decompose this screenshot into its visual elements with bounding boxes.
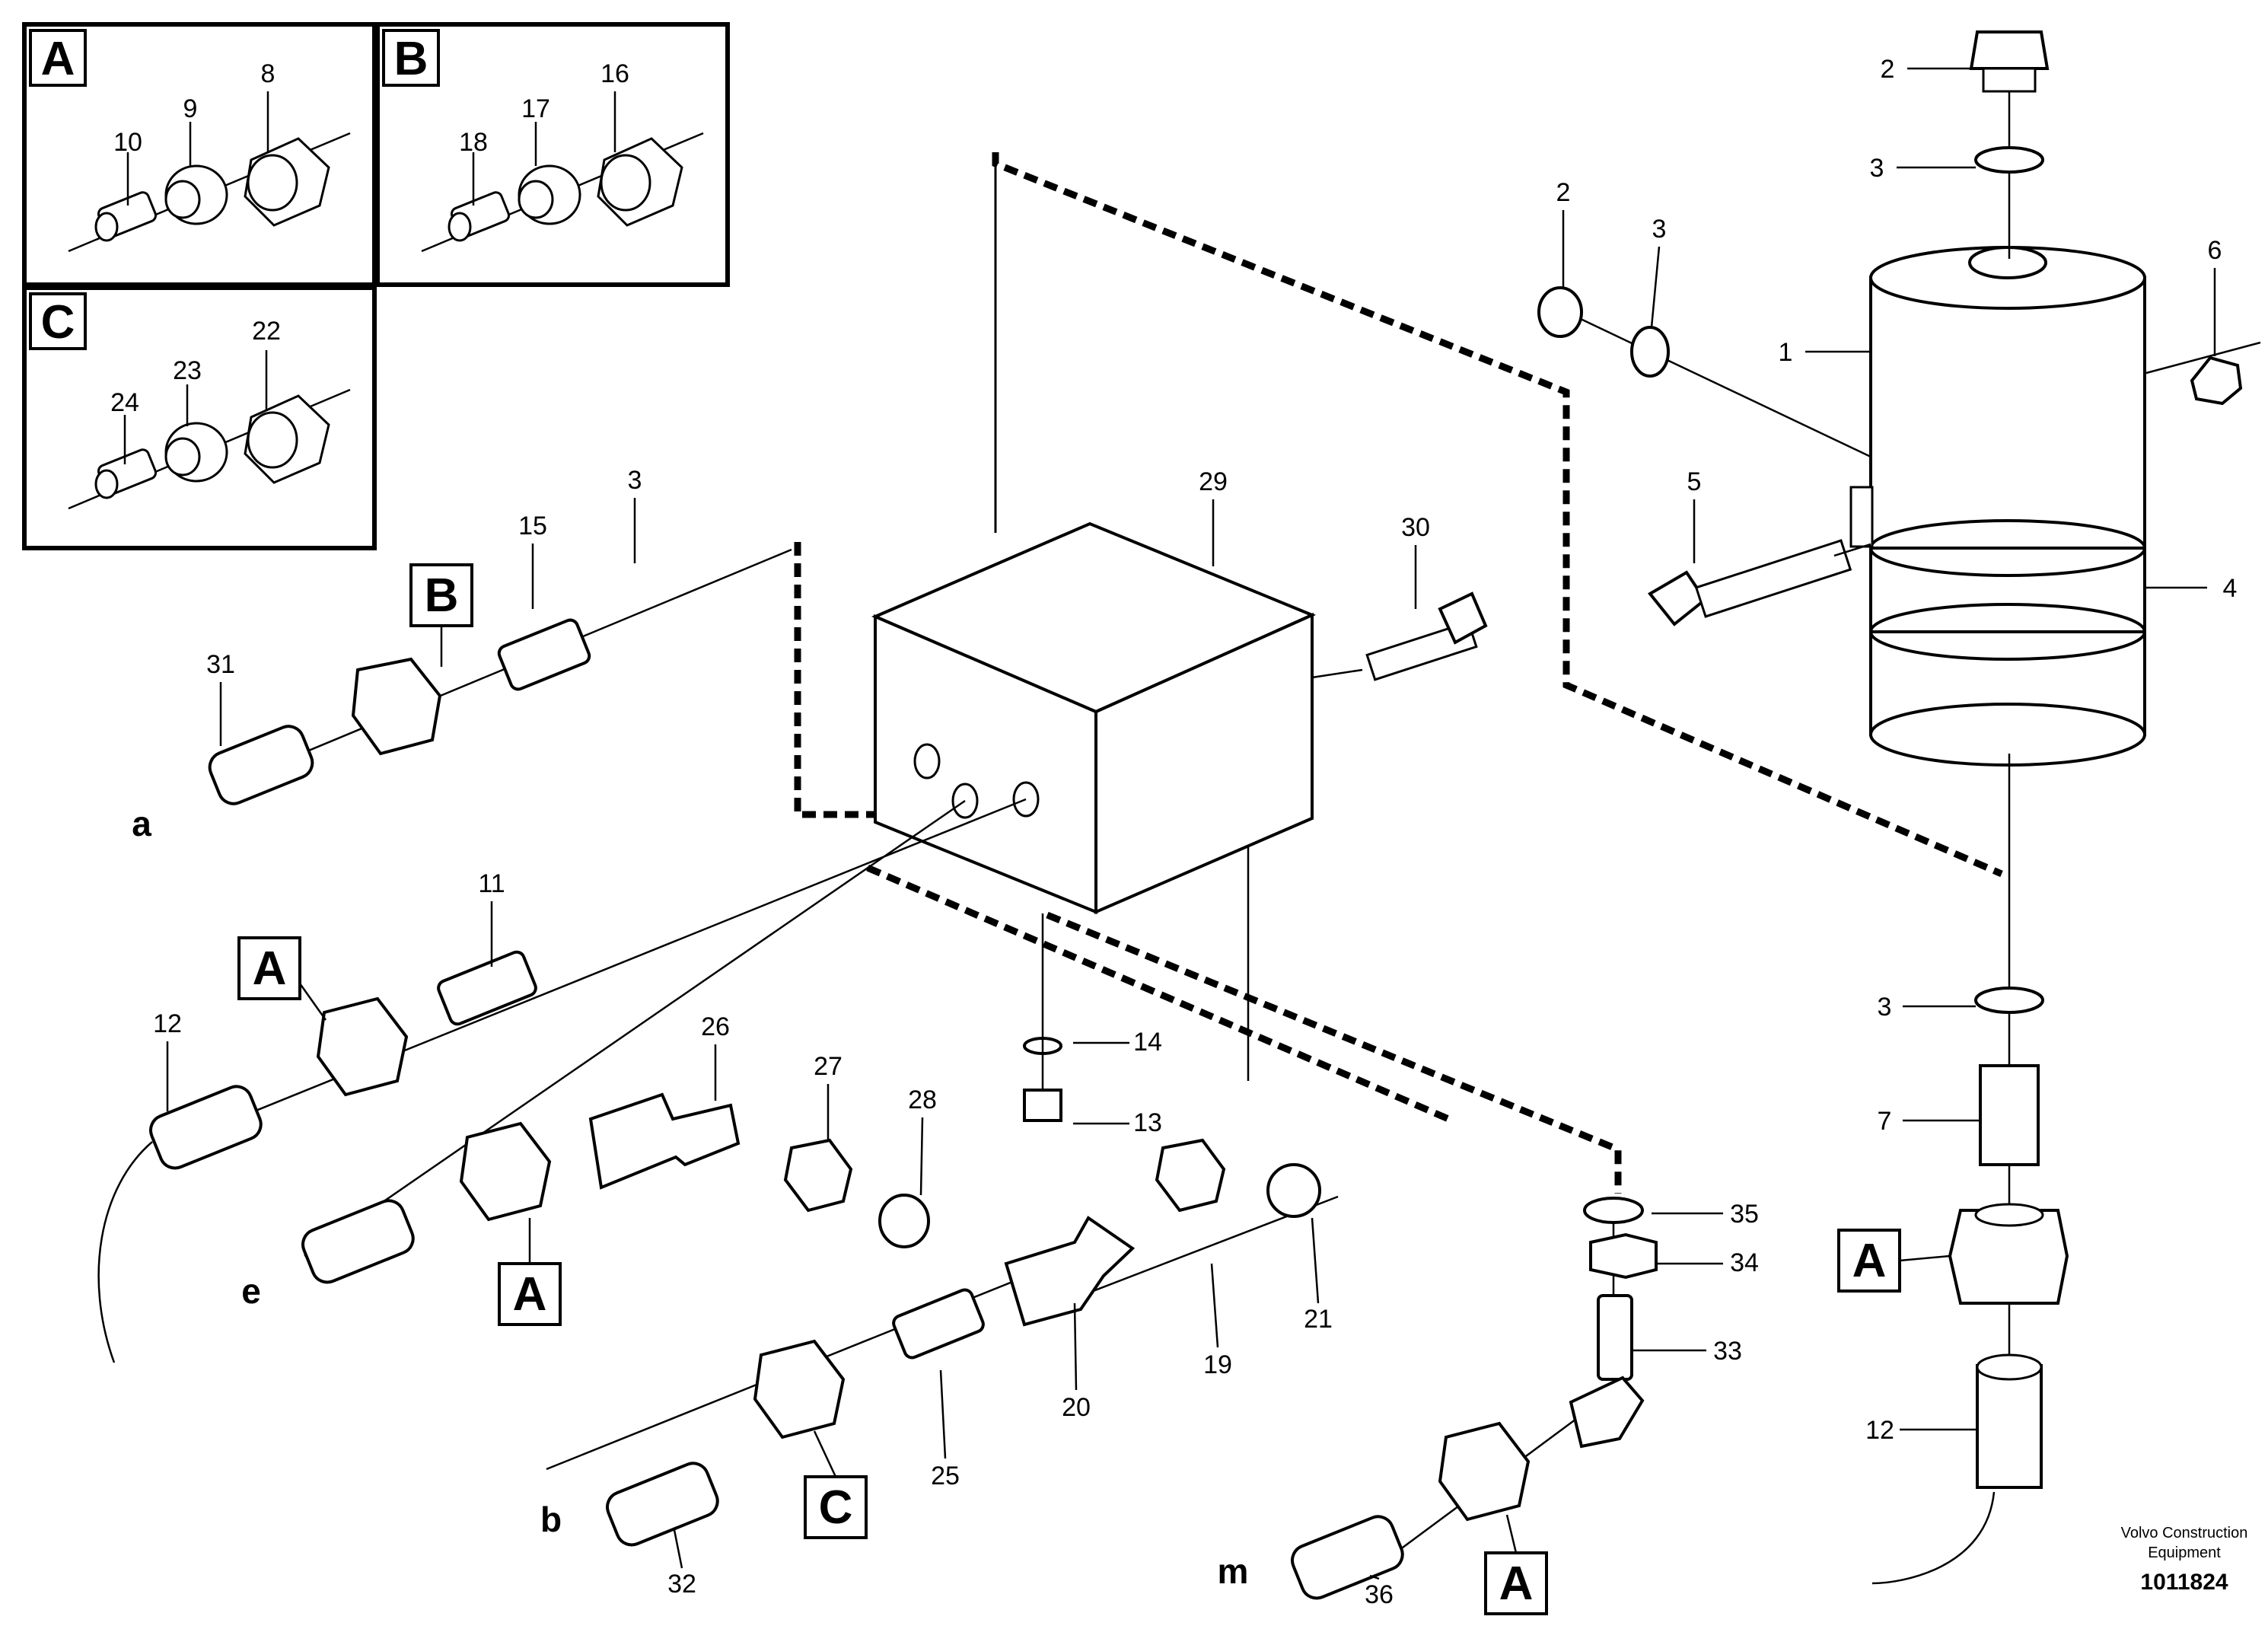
part-number: 16: [600, 59, 629, 88]
leader-lines: [166, 67, 2216, 1580]
port-letter: b: [540, 1500, 562, 1539]
part-number: 2: [1556, 178, 1571, 207]
drawing-number: 1011824: [2140, 1570, 2228, 1595]
inset-a-label: A: [41, 33, 75, 85]
part-number-labels: 2 3 2 3 6 1 5 4 29 30 3 15 31 11 12 26 2…: [153, 55, 2237, 1609]
part-number: 35: [1730, 1200, 1759, 1229]
inset-a: A 10 9 8: [22, 22, 377, 287]
nuts: [316, 657, 1658, 1522]
part-number: 29: [1199, 467, 1228, 496]
part-number: 3: [1870, 154, 1884, 183]
port-letter: a: [132, 804, 151, 843]
part-number: 4: [2223, 574, 2238, 603]
part-number: 3: [1652, 215, 1667, 244]
part-number: 27: [814, 1052, 843, 1081]
reservoir: [1849, 246, 2146, 767]
inset-b-label: B: [394, 33, 428, 85]
tag-callouts: B A A C A A: [237, 563, 1901, 1615]
part-number: 17: [521, 94, 550, 123]
part-number: 3: [628, 466, 642, 495]
part-number: 6: [2208, 236, 2222, 265]
assembly-brackets: [794, 152, 2003, 1194]
callout-tag: A: [513, 1268, 547, 1321]
bolt-30: [1311, 591, 1488, 681]
part-number: 9: [183, 94, 198, 123]
hoses: [149, 725, 1404, 1600]
part-number: 14: [1133, 1028, 1162, 1057]
part-number: 25: [931, 1462, 960, 1490]
part-number: 23: [173, 356, 202, 385]
part-number: 31: [206, 650, 235, 679]
part-number: 30: [1401, 513, 1430, 542]
part-number: 5: [1687, 467, 1702, 496]
part-number: 19: [1203, 1350, 1232, 1379]
callout-tag: A: [1852, 1235, 1887, 1287]
part-number: 26: [701, 1012, 730, 1041]
part-number: 24: [110, 388, 139, 417]
inset-b: B 18 17 16: [375, 22, 730, 287]
part-number: 32: [667, 1570, 696, 1599]
part-number: 21: [1304, 1305, 1333, 1334]
inset-c-label: C: [41, 296, 75, 349]
part-number: 33: [1713, 1337, 1742, 1366]
port-letter: e: [241, 1271, 261, 1311]
part-number: 20: [1062, 1393, 1091, 1422]
reservoir-fittings: [1537, 30, 2243, 1489]
couplings: [437, 618, 1645, 1449]
part-number: 13: [1133, 1108, 1162, 1137]
drawing-credit: Volvo Construction Equipment 1011824: [2121, 1525, 2248, 1595]
callout-tag: C: [819, 1481, 853, 1534]
callout-tag: A: [253, 942, 287, 995]
part-number: 1: [1779, 338, 1793, 367]
part-number: 11: [478, 869, 505, 898]
part-number: 2: [1881, 55, 1895, 84]
part-number: 12: [1865, 1416, 1894, 1445]
credit-line2: Equipment: [2148, 1545, 2221, 1561]
callout-tag: A: [1499, 1557, 1534, 1610]
callout-tag: B: [425, 569, 459, 622]
part-number: 10: [113, 128, 142, 157]
part-number: 15: [518, 512, 547, 540]
part-number: 22: [252, 317, 281, 346]
part-number: 3: [1878, 993, 1892, 1022]
part-number: 7: [1878, 1107, 1892, 1136]
part-number: 28: [908, 1085, 937, 1114]
credit-line1: Volvo Construction: [2121, 1525, 2248, 1541]
inset-c: C 24 23 22: [22, 285, 377, 550]
manifold-block: [871, 521, 1317, 915]
port-letter: m: [1218, 1551, 1249, 1591]
part-number: 34: [1730, 1248, 1759, 1277]
part-number: 12: [153, 1009, 182, 1038]
part-number: 36: [1365, 1580, 1394, 1609]
part-number: 8: [261, 59, 276, 88]
part-number: 18: [459, 128, 488, 157]
